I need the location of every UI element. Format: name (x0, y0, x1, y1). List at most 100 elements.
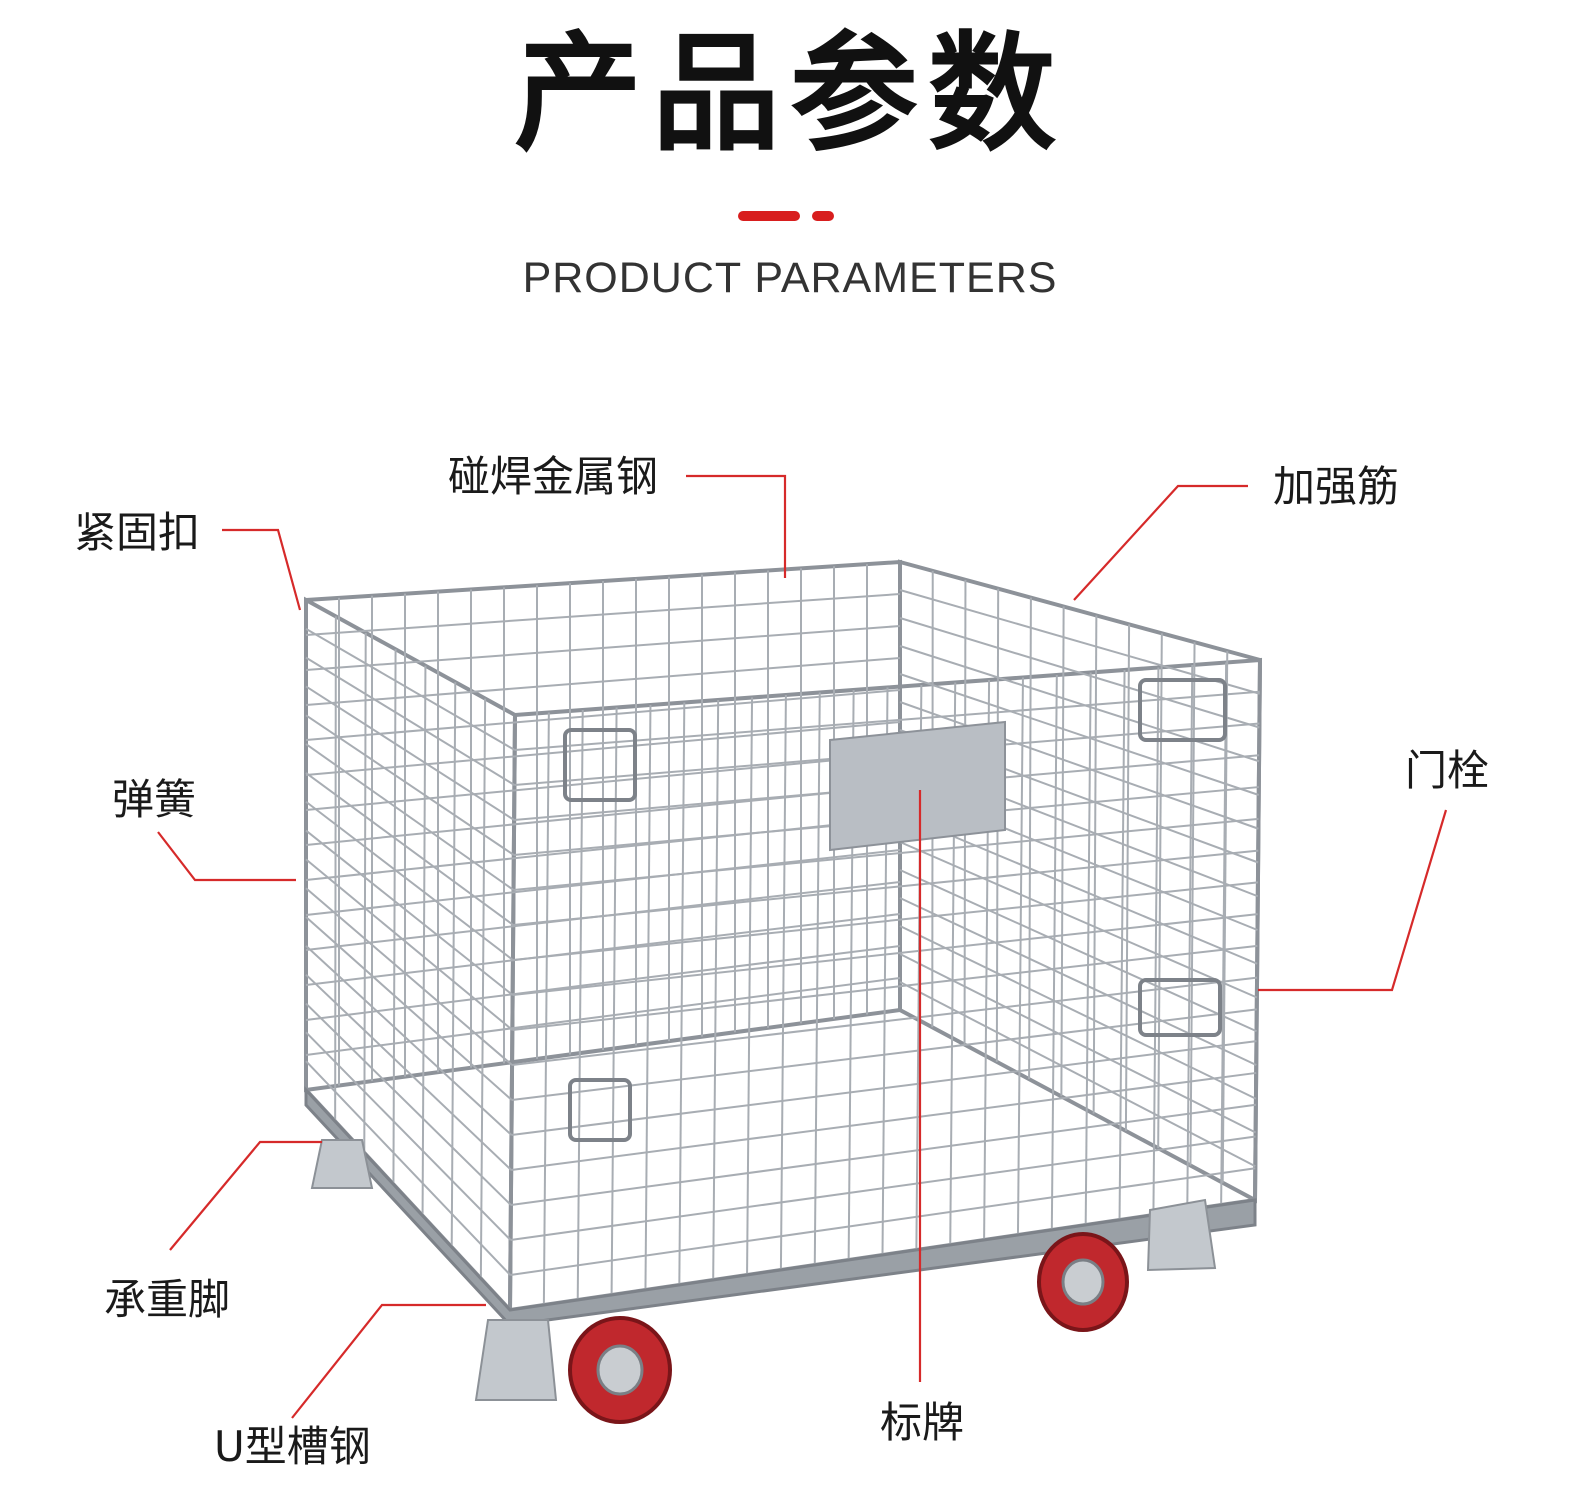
label-welded-metal: 碰焊金属钢 (448, 452, 659, 501)
mesh-wire (363, 632, 367, 1153)
mesh-wire (305, 800, 514, 961)
mesh-wire (510, 1135, 1256, 1241)
mesh-wire (305, 945, 901, 1021)
caster-wheel (568, 1316, 672, 1424)
mesh-wire (305, 945, 513, 1136)
accent-dash-short (812, 211, 834, 221)
mesh-wire (305, 1031, 512, 1241)
mesh-wire (712, 699, 720, 1281)
mesh-wire (305, 656, 515, 786)
mesh-wire (610, 707, 618, 1296)
mesh-wire (899, 645, 1260, 763)
caster-wheels (568, 1232, 1129, 1424)
mesh-wire (305, 1002, 512, 1206)
mesh-wire (305, 685, 515, 821)
mesh-wire (510, 1103, 1257, 1206)
page-subtitle: PRODUCT PARAMETERS (522, 254, 1058, 302)
mesh-wire (512, 881, 1259, 961)
mesh-wire (1084, 672, 1092, 1226)
mesh-wire (511, 976, 1258, 1066)
mesh-wire (305, 753, 901, 811)
mesh-wire (1152, 667, 1160, 1216)
mesh-wire (514, 690, 1260, 751)
support-feet (310, 1139, 1217, 1401)
mesh-wire (899, 841, 1258, 999)
mesh-wire (305, 817, 901, 881)
mesh-wire (511, 1071, 1257, 1171)
mesh-wire (305, 593, 901, 636)
support-foot (474, 1319, 558, 1401)
mesh-wire (644, 704, 652, 1291)
mesh-wire (305, 689, 901, 741)
label-door-latch: 门栓 (1405, 746, 1490, 795)
mesh-wire (305, 714, 515, 856)
mesh-wire (334, 616, 337, 1122)
mesh-wire (450, 682, 457, 1248)
mesh-wire (479, 698, 487, 1279)
mesh-wire (305, 973, 512, 1171)
leader-lines (157, 474, 1448, 1419)
label-u-channel-steel: U型槽钢 (214, 1422, 371, 1471)
leader-line-clasp (222, 528, 302, 611)
mesh-wire (305, 1060, 512, 1276)
mesh-wire (305, 625, 901, 671)
wire-mesh-cage (304, 559, 1263, 1316)
mesh-wire (1186, 664, 1194, 1211)
mesh-wire (305, 858, 513, 1031)
mesh-wire (305, 743, 515, 891)
mesh-wire (305, 785, 901, 846)
leader-line-latch (1258, 809, 1448, 992)
support-foot (310, 1139, 374, 1189)
support-foot (1146, 1198, 1217, 1272)
label-reinforcing-rib: 加强筋 (1273, 462, 1400, 511)
mesh-wire (510, 1167, 1256, 1276)
accent-dash-long (738, 211, 800, 221)
label-spring: 弹簧 (112, 775, 197, 824)
mesh-wire (899, 981, 1256, 1168)
mesh-wire (899, 701, 1259, 830)
leader-line-rib (1073, 484, 1248, 601)
mesh-wire (813, 692, 821, 1266)
mesh-wire (511, 1040, 1257, 1136)
mesh-wire (305, 916, 513, 1101)
mesh-wire (899, 673, 1260, 796)
mesh-wire (392, 649, 397, 1185)
base-pallet (304, 1086, 1257, 1327)
mesh-wire (305, 849, 901, 916)
mesh-wire (305, 881, 901, 951)
name-plate (829, 720, 1006, 852)
mesh-wire (305, 627, 516, 751)
caster-wheel (1037, 1232, 1129, 1332)
mesh-wire (899, 925, 1257, 1100)
mesh-wire (305, 772, 514, 926)
left-wall-mesh (305, 616, 516, 1279)
label-load-bearing-foot: 承重脚 (104, 1275, 231, 1324)
mesh-wire (305, 721, 901, 776)
mesh-wire (576, 709, 584, 1301)
mesh-wire (305, 829, 514, 996)
mesh-wire (899, 813, 1258, 965)
leader-line-weld (686, 474, 787, 578)
mesh-wire (746, 697, 754, 1276)
back-wall-mesh (305, 564, 901, 1086)
mesh-wire (305, 977, 901, 1056)
mesh-wire (305, 913, 901, 986)
mesh-wire (899, 589, 1260, 695)
label-fastening-clasp: 紧固扣 (74, 508, 201, 557)
mesh-wire (899, 953, 1257, 1134)
mesh-wire (899, 617, 1260, 729)
leader-line-foot (169, 1140, 322, 1251)
mesh-wire (421, 665, 427, 1216)
mesh-wire (1118, 669, 1126, 1221)
leader-line-uchannel (291, 1303, 486, 1419)
mesh-wire (899, 869, 1257, 1033)
mesh-wire (1050, 674, 1058, 1231)
mesh-wire (899, 897, 1257, 1066)
mesh-wire (511, 1008, 1257, 1101)
mesh-wire (678, 702, 686, 1286)
label-name-tag: 标牌 (880, 1398, 965, 1447)
leader-line-spring (157, 831, 296, 882)
mesh-wire (779, 694, 787, 1271)
mesh-wire (305, 887, 513, 1066)
